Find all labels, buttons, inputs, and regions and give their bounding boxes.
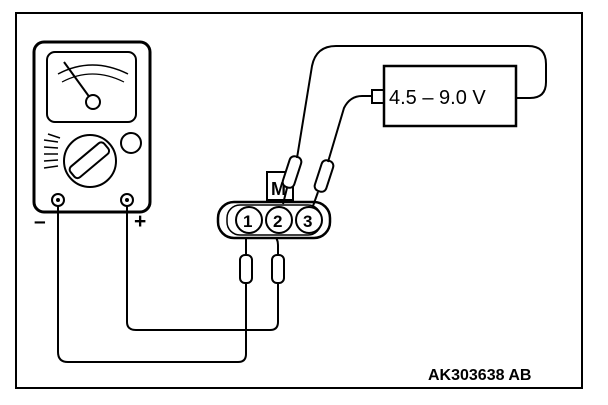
meter-needle <box>63 61 94 103</box>
pin-1-label: 1 <box>243 212 252 231</box>
probe-pin-1[interactable] <box>239 232 253 284</box>
connector-pin-2[interactable] <box>265 206 293 234</box>
voltage-source-label: 4.5 – 9.0 V <box>389 87 486 109</box>
positive-lead-wire <box>126 206 279 331</box>
connector-pin-3[interactable] <box>295 206 323 234</box>
range-selector-pointer <box>68 141 111 180</box>
positive-terminal-label: + <box>134 210 146 233</box>
pin-2-label: 2 <box>273 212 282 231</box>
backprobe-pin-3[interactable] <box>312 159 335 207</box>
voltage-source: 4.5 – 9.0 V <box>371 64 518 128</box>
supply-wire-pin-2 <box>296 45 547 159</box>
negative-terminal-label: – <box>34 210 46 233</box>
meter-pivot <box>85 94 101 110</box>
connector-pin-1[interactable] <box>235 206 263 234</box>
positive-jack-center <box>125 198 129 202</box>
meter-scale-arc-inner <box>61 73 125 83</box>
analog-multimeter <box>32 40 152 214</box>
meter-display <box>46 51 137 123</box>
voltage-source-plug <box>371 89 385 104</box>
figure-reference-code: AK303638 AB <box>428 367 531 384</box>
voltage-source-box <box>382 64 518 128</box>
supply-wire-pin-3 <box>327 95 374 163</box>
diagram-frame <box>15 12 583 389</box>
negative-jack-center <box>56 198 60 202</box>
negative-lead-wire <box>57 206 247 363</box>
probe-pin-2[interactable] <box>271 231 285 284</box>
zero-adjust-knob[interactable] <box>120 132 142 154</box>
range-ticks <box>43 133 61 169</box>
meter-scale-arc <box>57 64 129 75</box>
pin-3-label: 3 <box>303 212 312 231</box>
